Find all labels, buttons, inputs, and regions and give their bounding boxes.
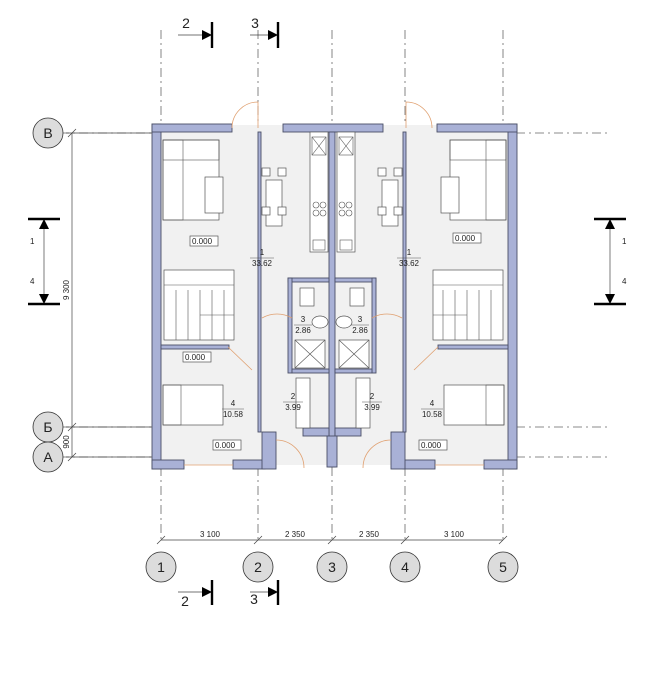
axis-b: Б xyxy=(43,419,52,435)
right-bath-area: 2.86 xyxy=(352,326,368,335)
right-bed-num: 4 xyxy=(430,399,435,408)
left-dining-table xyxy=(265,179,283,227)
section-1-left: 1 xyxy=(30,237,35,246)
right-bed xyxy=(443,384,505,426)
walls xyxy=(151,123,518,470)
left-coffee-table xyxy=(204,176,224,214)
left-bed-area: 10.58 xyxy=(223,410,244,419)
row-gap-dim: 900 xyxy=(62,435,71,449)
span-2-3: 2 350 xyxy=(285,530,306,539)
right-living-level: 0.000 xyxy=(455,234,476,243)
right-coffee-table xyxy=(440,176,460,214)
span-3-4: 2 350 xyxy=(359,530,380,539)
right-bed-area: 10.58 xyxy=(422,410,443,419)
left-sink xyxy=(311,315,329,329)
section-1-right: 1 xyxy=(622,237,627,246)
right-living-area: 33.62 xyxy=(399,259,420,268)
left-bath-area: 2.86 xyxy=(295,326,311,335)
axis-3: 3 xyxy=(328,559,336,575)
section-2-bottom: 2 xyxy=(181,593,189,609)
right-stair xyxy=(432,269,504,341)
section-3-bottom: 3 xyxy=(250,591,258,607)
left-kitchen-counter xyxy=(309,131,329,253)
section-marks-top: 2 3 xyxy=(178,15,280,48)
door-swings xyxy=(184,101,484,469)
span-1-2: 3 100 xyxy=(200,530,221,539)
left-bed-num: 4 xyxy=(231,399,236,408)
right-living-num: 1 xyxy=(407,248,412,257)
right-bath-num: 3 xyxy=(358,315,363,324)
section-marks-right: 1 4 xyxy=(594,217,627,306)
axis-4: 4 xyxy=(401,559,409,575)
left-dimension: 9 300 900 xyxy=(62,128,152,462)
left-bed-level: 0.000 xyxy=(185,353,206,362)
left-bath-num: 3 xyxy=(301,315,306,324)
left-toilet xyxy=(299,287,315,307)
left-hall-area: 3.99 xyxy=(285,403,301,412)
row-bubbles: В Б А xyxy=(32,117,64,473)
axis-2: 2 xyxy=(254,559,262,575)
right-hall-area: 3.99 xyxy=(364,403,380,412)
left-living-area: 33.62 xyxy=(252,259,273,268)
section-4-left: 4 xyxy=(30,277,35,286)
room-labels: 0.000 1 33.62 3 2.86 0.000 4 10.58 0.000… xyxy=(182,232,482,451)
axis-v: В xyxy=(43,125,52,141)
left-bed-level2: 0.000 xyxy=(215,441,236,450)
left-bed xyxy=(162,384,224,426)
overall-height-dim: 9 300 xyxy=(62,279,71,300)
left-living-level: 0.000 xyxy=(192,237,213,246)
left-stair xyxy=(163,269,235,341)
axis-a: А xyxy=(43,449,53,465)
section-marks-left: 1 4 xyxy=(28,217,60,306)
axis-1: 1 xyxy=(157,559,165,575)
right-unit-furniture xyxy=(335,131,507,429)
right-toilet xyxy=(349,287,365,307)
axis-5: 5 xyxy=(499,559,507,575)
span-4-5: 3 100 xyxy=(444,530,465,539)
column-bubbles: 1 2 3 4 5 xyxy=(145,551,519,583)
section-3-top: 3 xyxy=(251,15,259,31)
left-unit-furniture xyxy=(162,131,329,429)
right-kitchen-counter xyxy=(336,131,356,253)
bottom-dimensions: 3 100 2 350 2 350 3 100 xyxy=(156,530,508,545)
section-2-top: 2 xyxy=(182,15,190,31)
right-bed-level: 0.000 xyxy=(421,441,442,450)
right-hall-num: 2 xyxy=(370,392,375,401)
left-hall-num: 2 xyxy=(291,392,296,401)
left-living-num: 1 xyxy=(260,248,265,257)
right-sink xyxy=(335,315,353,329)
right-dining-table xyxy=(381,179,399,227)
section-4-right: 4 xyxy=(622,277,627,286)
section-marks-bottom: 2 3 xyxy=(178,580,280,609)
